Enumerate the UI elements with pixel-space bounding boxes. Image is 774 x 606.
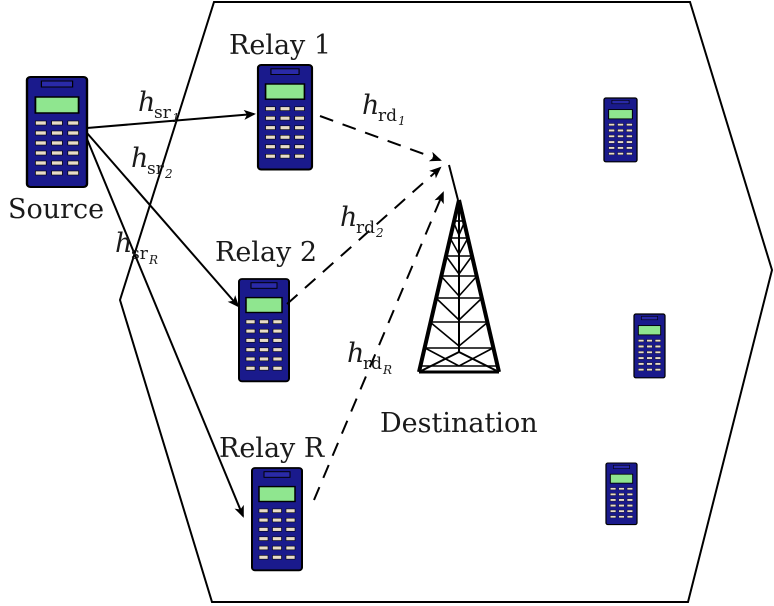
cell-hexagon — [118, 0, 774, 603]
channel-label-h-rd2: h rd 2 — [340, 202, 384, 240]
relay-R-label: Relay R — [219, 433, 325, 464]
link-source-relay1 — [86, 109, 256, 129]
source-label: Source — [8, 194, 104, 225]
relay-2-label: Relay 2 — [215, 237, 317, 268]
svg-text:h: h — [115, 228, 132, 259]
link-source-relayR — [86, 138, 244, 518]
svg-text:h: h — [340, 202, 357, 233]
channel-label-h-srR: h sr R — [115, 228, 158, 267]
relay-2-phone-icon — [238, 278, 290, 383]
relay-1-phone-icon — [256, 63, 314, 171]
link-source-relay2 — [86, 132, 240, 308]
link-relay1-destination — [319, 115, 442, 162]
svg-text:sr: sr — [131, 244, 149, 264]
idle-phone-icon-3 — [605, 462, 638, 526]
svg-text:rd: rd — [356, 218, 375, 238]
svg-text:rd: rd — [378, 106, 397, 126]
svg-text:h: h — [131, 143, 148, 174]
svg-text:h: h — [138, 87, 155, 118]
svg-text:2: 2 — [375, 226, 384, 240]
channel-label-h-rd1: h rd 1 — [362, 90, 406, 128]
svg-text:R: R — [382, 363, 392, 377]
svg-text:2: 2 — [164, 167, 173, 181]
svg-text:R: R — [148, 253, 158, 267]
relay-R-phone-icon — [251, 467, 303, 572]
svg-text:h: h — [362, 90, 379, 121]
svg-text:1: 1 — [398, 114, 406, 128]
svg-text:rd: rd — [363, 354, 382, 374]
svg-text:1: 1 — [172, 111, 180, 125]
link-relayR-destination — [313, 191, 444, 501]
destination-tower-icon — [417, 164, 501, 374]
relay-1-label: Relay 1 — [229, 30, 331, 61]
channel-label-h-sr2: h sr 2 — [131, 143, 173, 181]
source-phone-icon — [25, 75, 89, 189]
svg-text:sr: sr — [154, 103, 172, 123]
svg-text:h: h — [347, 338, 364, 369]
channel-label-h-sr1: h sr 1 — [138, 87, 180, 125]
idle-phone-icon-1 — [603, 97, 638, 163]
idle-phone-icon-2 — [633, 313, 666, 379]
svg-text:sr: sr — [147, 159, 165, 179]
destination-label: Destination — [380, 408, 538, 439]
link-relay2-destination — [286, 166, 442, 305]
channel-label-h-rdR: h rd R — [347, 338, 392, 377]
